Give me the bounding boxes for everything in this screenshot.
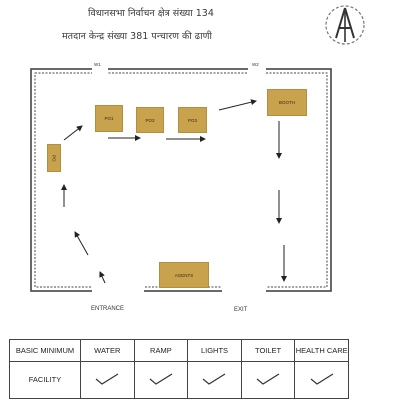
table-row: FACILITY [9,361,349,399]
health-care-header: HEALTH CARE [294,338,349,363]
lights-cell [187,361,242,399]
exit-label: EXIT [234,307,248,313]
check-icon [95,373,119,385]
check-icon [256,373,280,385]
check-icon [203,373,226,385]
exit-gap [222,285,266,295]
agents-box: AGENTS [159,262,209,288]
ramp-cell [133,361,189,399]
constituency-title: विधानसभा निर्वाचन क्षेत्र संख्या 134 [88,8,214,19]
toilet-cell [240,361,296,399]
lights-header: LIGHTS [187,338,242,363]
gate-w2 [248,67,266,75]
table-row: BASIC MINIMUM WATER RAMP LIGHTS TOILET H… [9,338,349,363]
polling-officer-box: PO [47,144,61,172]
facility-row-label: FACILITY [9,361,81,399]
po2-box: PO2 [136,107,164,133]
health-care-cell [294,361,349,399]
entrance-gap [92,285,144,295]
ramp-header: RAMP [133,338,189,363]
gate-w1 [92,67,108,75]
entrance-label: ENTRANCE [91,306,125,312]
polling-station-title: मतदान केन्द्र संख्या 381 पन्चारण की ढाणी [62,31,212,42]
facilities-table: BASIC MINIMUM WATER RAMP LIGHTS TOILET H… [9,338,349,399]
check-icon [149,373,173,385]
flow-arrow [99,271,106,284]
flow-arrow [74,231,89,256]
flow-arrow [63,125,83,141]
check-icon [310,373,334,385]
booth-box: BOOTH [267,89,307,116]
water-cell [80,361,135,399]
gate-w1-label: W1 [94,62,101,67]
north-arrow-icon [325,5,365,45]
po1-box: PO1 [95,105,123,132]
water-header: WATER [80,338,135,363]
basic-minimum-header: BASIC MINIMUM [9,338,81,363]
gate-w2-label: W2 [252,62,259,67]
toilet-header: TOILET [240,338,296,363]
flow-arrow [218,99,257,111]
po3-box: PO3 [178,107,207,133]
